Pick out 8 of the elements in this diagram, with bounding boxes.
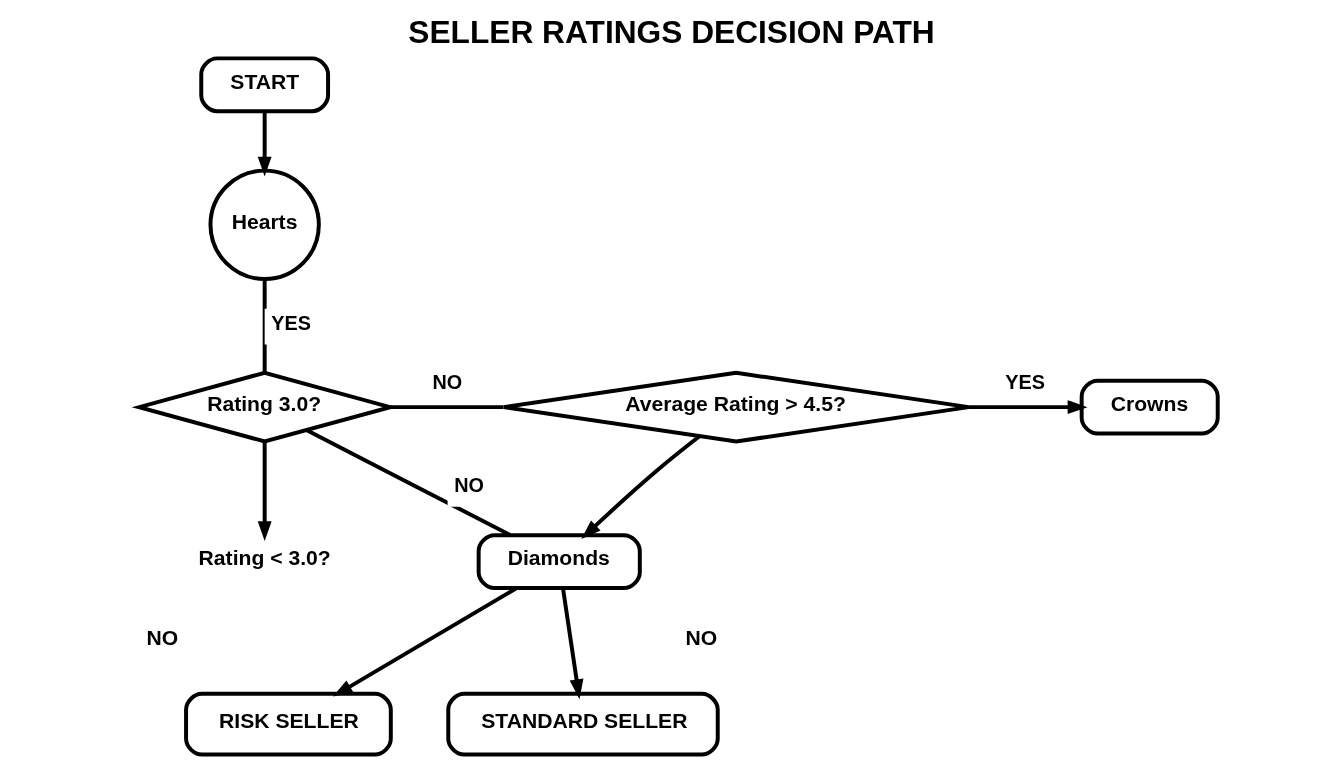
edge-label: YES — [270, 311, 311, 334]
diagram-title: SELLER RATINGS DECISION PATH — [407, 13, 935, 50]
label: NO — [684, 625, 717, 649]
node-text: Rating < 3.0? — [198, 546, 331, 570]
edge-label: YES — [1004, 371, 1045, 394]
label: NO — [145, 625, 178, 649]
edge-label: NO — [453, 474, 484, 497]
edge-label: NO — [431, 371, 462, 394]
